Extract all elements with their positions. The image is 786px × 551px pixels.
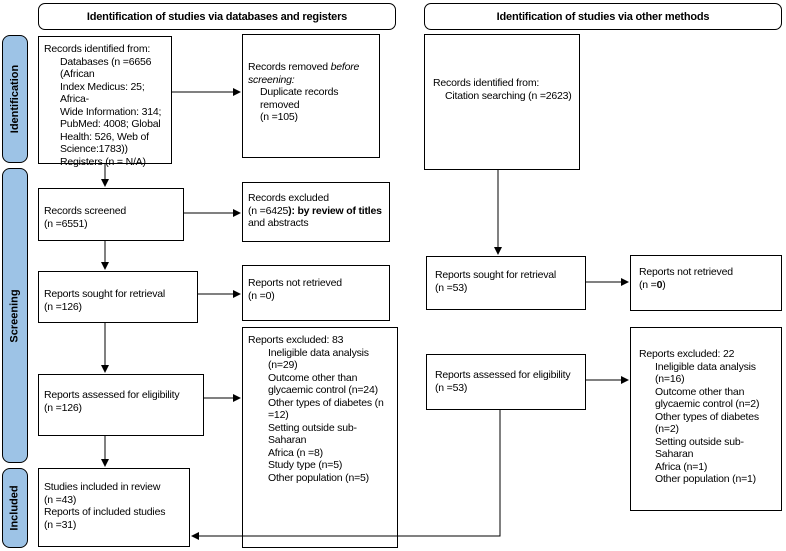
text-part: (n =6425 — [248, 204, 289, 217]
text-line: (n=16) — [655, 373, 685, 385]
text-line: Africa (n=1) — [655, 460, 708, 473]
header-databases-text: Identification of studies via databases … — [86, 10, 348, 23]
text-part-bold: 0 — [656, 278, 663, 291]
box-reports-not-retrieved: Reports not retrieved (n =0) — [242, 265, 390, 321]
text-line: (n =6425): by review of titles — [248, 205, 384, 218]
box-records-excluded: Records excluded (n =6425): by review of… — [242, 182, 390, 242]
text-line: Ineligible data analysis — [268, 346, 369, 359]
text-line: (n =53) — [435, 381, 468, 394]
text-line: Records removed before — [248, 61, 374, 74]
text-line: (n=29) — [268, 359, 298, 371]
text-line: Ineligible data analysis — [655, 360, 756, 373]
phase-included: Included — [2, 468, 28, 548]
text-line: Duplicate records removed — [260, 86, 339, 111]
text-line: Reports not retrieved — [639, 266, 733, 278]
text-part-bold: ): by review of titles — [288, 204, 382, 217]
text-line: Records excluded — [248, 192, 329, 204]
text-line: (n =0) — [639, 279, 776, 292]
text-part-italic: screening: — [248, 73, 295, 86]
text-line: Study type (n=5) — [268, 459, 343, 471]
text-line: Health: 526, Web of — [60, 130, 149, 143]
text-line: (n =53) — [435, 281, 468, 294]
text-line: Reports not retrieved — [248, 277, 342, 289]
box-records-identified: Records identified from: Databases (n =6… — [38, 36, 172, 168]
text-line: Index Medicus: 25; Africa- — [60, 80, 145, 106]
text-line: Records identified from: — [433, 77, 540, 89]
text-line: Reports assessed for eligibility — [435, 369, 571, 381]
box-records-screened: Records screened (n =6551) — [38, 188, 184, 241]
text-line: Reports excluded: 83 — [248, 334, 344, 346]
text-line: PubMed: 4008; Global — [60, 118, 161, 130]
text-line: Citation searching (n =2623) — [445, 89, 572, 102]
text-line: Reports excluded: 22 — [639, 348, 735, 360]
box-reports-assessed: Reports assessed for eligibility (n =126… — [38, 374, 204, 436]
text-line: Reports sought for retrieval — [44, 288, 166, 300]
phase-identification: Identification — [2, 35, 28, 163]
text-part: (n = — [639, 278, 657, 291]
text-line: glycaemic control (n=2) — [655, 398, 760, 410]
text-line: Africa (n =8) — [268, 446, 323, 459]
phase-screening: Screening — [2, 168, 28, 463]
text-line: screening: — [248, 74, 374, 87]
phase-screening-label: Screening — [9, 288, 21, 343]
text-line: (n =6551) — [44, 217, 88, 230]
text-line: (n =31) — [44, 518, 77, 531]
text-line: and abstracts — [248, 217, 309, 229]
text-line: glycaemic control (n=24) — [268, 384, 378, 396]
box-other-reports-assessed: Reports assessed for eligibility (n =53) — [426, 354, 586, 410]
text-line: (n =126) — [44, 401, 82, 414]
box-reports-excluded: Reports excluded: 83 Ineligible data ana… — [242, 327, 398, 548]
text-line: Setting outside sub-Saharan — [268, 421, 357, 447]
box-studies-included: Studies included in review (n =43) Repor… — [38, 468, 190, 547]
text-line: (n =43) — [44, 493, 77, 506]
text-line: Setting outside sub-Saharan — [655, 435, 744, 461]
phase-identification-label: Identification — [9, 64, 22, 134]
text-line: Other population (n=5) — [268, 471, 369, 484]
text-line: =12) — [268, 409, 289, 421]
text-line: (n =105) — [260, 111, 298, 123]
text-line: Reports of included studies — [44, 506, 166, 518]
text-line: Reports sought for retrieval — [435, 269, 557, 281]
text-line: Studies included in review — [44, 481, 161, 493]
text-line: Other types of diabetes (n=2) — [655, 410, 759, 436]
box-records-removed: Records removed before screening: Duplic… — [242, 34, 380, 158]
text-line: Databases (n =6656 (African — [60, 55, 152, 81]
text-line: Other population (n=1) — [655, 473, 756, 485]
phase-included-label: Included — [9, 485, 22, 531]
text-line: Wide Information: 314; — [60, 105, 162, 118]
text-line: Records screened — [44, 205, 127, 217]
text-line: Science:1783)) — [60, 143, 128, 155]
text-line: Outcome other than — [655, 385, 745, 398]
box-other-reports-sought: Reports sought for retrieval (n =53) — [426, 256, 586, 310]
text-line: Outcome other than — [268, 371, 358, 384]
box-other-reports-excluded: Reports excluded: 22 Ineligible data ana… — [630, 327, 782, 511]
text-line: (n =0) — [248, 289, 275, 302]
text-line: Reports assessed for eligibility — [44, 389, 180, 401]
text-line: Registers (n = N/A) — [60, 155, 146, 168]
header-databases: Identification of studies via databases … — [38, 3, 396, 30]
text-part-italic: before — [330, 61, 360, 73]
text-part: Records removed — [248, 61, 331, 73]
text-part: ) — [662, 278, 666, 291]
box-citation-identified: Records identified from: Citation search… — [424, 34, 580, 170]
text-line: Records identified from: — [44, 43, 151, 55]
text-line: (n =126) — [44, 300, 82, 313]
header-other-methods: Identification of studies via other meth… — [424, 3, 782, 30]
box-reports-sought: Reports sought for retrieval (n =126) — [38, 271, 198, 323]
box-other-reports-not-retrieved: Reports not retrieved (n =0) — [630, 255, 782, 311]
text-line: Other types of diabetes (n — [268, 396, 384, 409]
header-other-text: Identification of studies via other meth… — [496, 10, 710, 23]
